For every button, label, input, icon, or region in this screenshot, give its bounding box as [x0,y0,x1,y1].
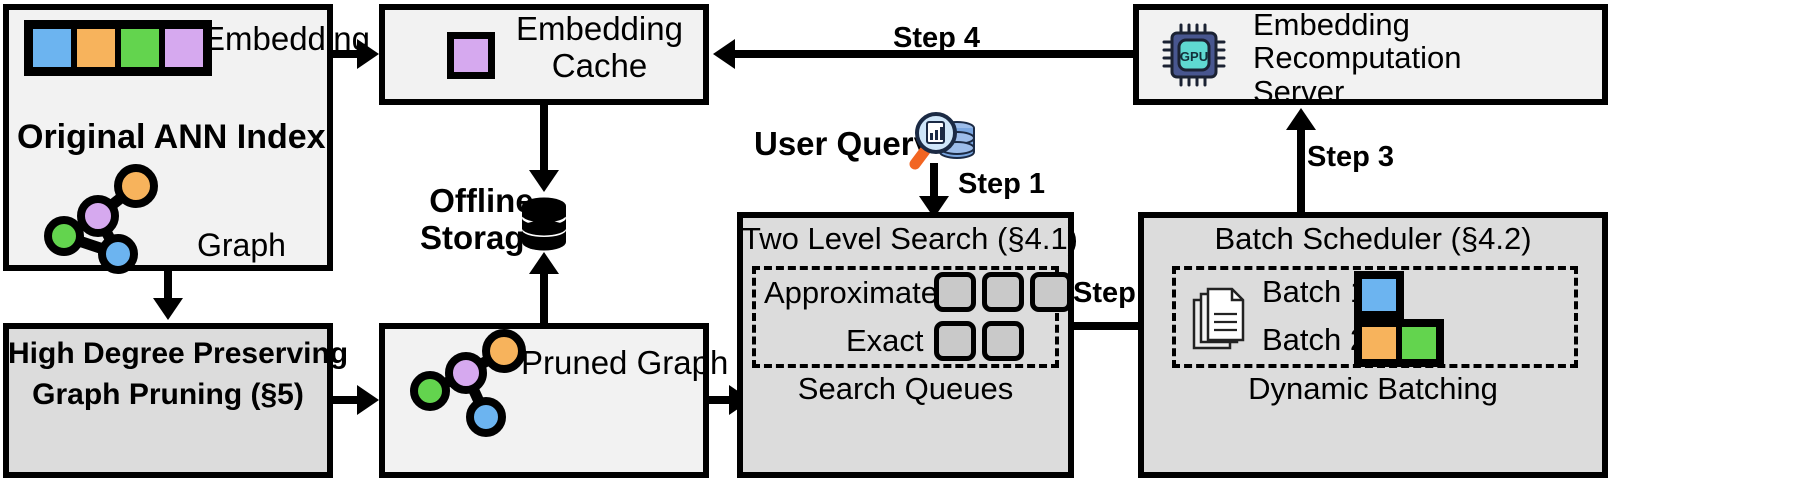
original-graph-icon [40,164,160,274]
approximate-row-label: Approximate [764,275,939,310]
database-icon [518,196,570,252]
connector-cache-to-storage [540,105,548,177]
pruned-graph-label: Pruned Graph [521,344,729,381]
connector-pruning-to-pruned-arrow [357,385,379,415]
connector-server-to-cache [735,50,1133,58]
original-ann-index-title: Original ANN Index [17,118,326,156]
batch-scheduler-title: Batch Scheduler (§4.2) [1214,221,1532,256]
connector-pruning-to-pruned [333,396,359,404]
connector-search-to-scheduler [1074,322,1154,330]
connector-index-to-cache-arrow [357,39,379,69]
batch-1-label: Batch 1 [1262,274,1368,309]
embedding-cache-swatch [447,32,495,79]
documents-icon [1190,286,1248,354]
connector-index-to-cache [333,50,359,58]
embedding-cache-block [379,4,709,105]
user-query-label: User Query [754,125,932,162]
embedding-swatch-green [118,26,162,70]
queue-slot[interactable] [1030,272,1072,312]
step4-label: Step 4 [893,22,981,54]
step1-label: Step 1 [958,168,1046,200]
high-degree-pruning-block [3,323,333,478]
search-queues-dashed-region [752,266,1059,368]
connector-pruned-to-storage [540,270,548,327]
batch-swatch-orange [1359,324,1399,362]
embedding-swatch-strip [24,20,212,76]
embedding-swatch-purple [162,26,206,70]
gpu-chip-icon: GPU [1162,23,1226,87]
embedding-cache-title: Embedding Cache [516,10,683,84]
queue-slot[interactable] [982,272,1024,312]
connector-pruned-to-search [709,396,731,404]
connector-index-to-pruning [164,271,172,304]
dynamic-batching-footer: Dynamic Batching [1248,371,1498,406]
batch-2-label: Batch 2 [1262,322,1368,357]
queue-slot[interactable] [934,272,976,312]
recomputation-server-title: Embedding Recomputation Server [1253,7,1462,109]
connector-pruned-to-storage-arrow [529,252,559,274]
connector-server-to-cache-arrow [713,39,735,69]
queue-slot[interactable] [982,321,1024,361]
two-level-search-title: Two Level Search (§4.1) [742,221,1079,256]
connector-query-to-search [930,163,938,203]
batch-2-swatches [1354,319,1444,367]
batch-swatch-blue [1359,276,1399,314]
embedding-swatch-blue [30,26,74,70]
embedding-swatch-orange [74,26,118,70]
connector-index-to-pruning-arrow [153,298,183,320]
exact-queue-slots [934,321,1024,361]
query-search-database-icon [905,108,977,174]
approximate-queue-slots [934,272,1072,312]
exact-row-label: Exact [846,323,924,358]
graph-label: Graph [197,227,286,263]
connector-scheduler-to-server [1297,130,1305,212]
batch-swatch-green [1399,324,1439,362]
search-queues-footer: Search Queues [797,371,1014,406]
queue-slot[interactable] [934,321,976,361]
pruned-graph-icon [404,329,534,455]
high-degree-pruning-title: High Degree Preserving Graph Pruning (§5… [8,337,349,411]
batch-1-swatches [1354,271,1404,319]
connector-cache-to-storage-arrow [529,170,559,192]
gpu-icon-text: GPU [1180,49,1208,64]
connector-scheduler-to-server-arrow [1286,108,1316,130]
step3-label: Step 3 [1307,141,1395,173]
